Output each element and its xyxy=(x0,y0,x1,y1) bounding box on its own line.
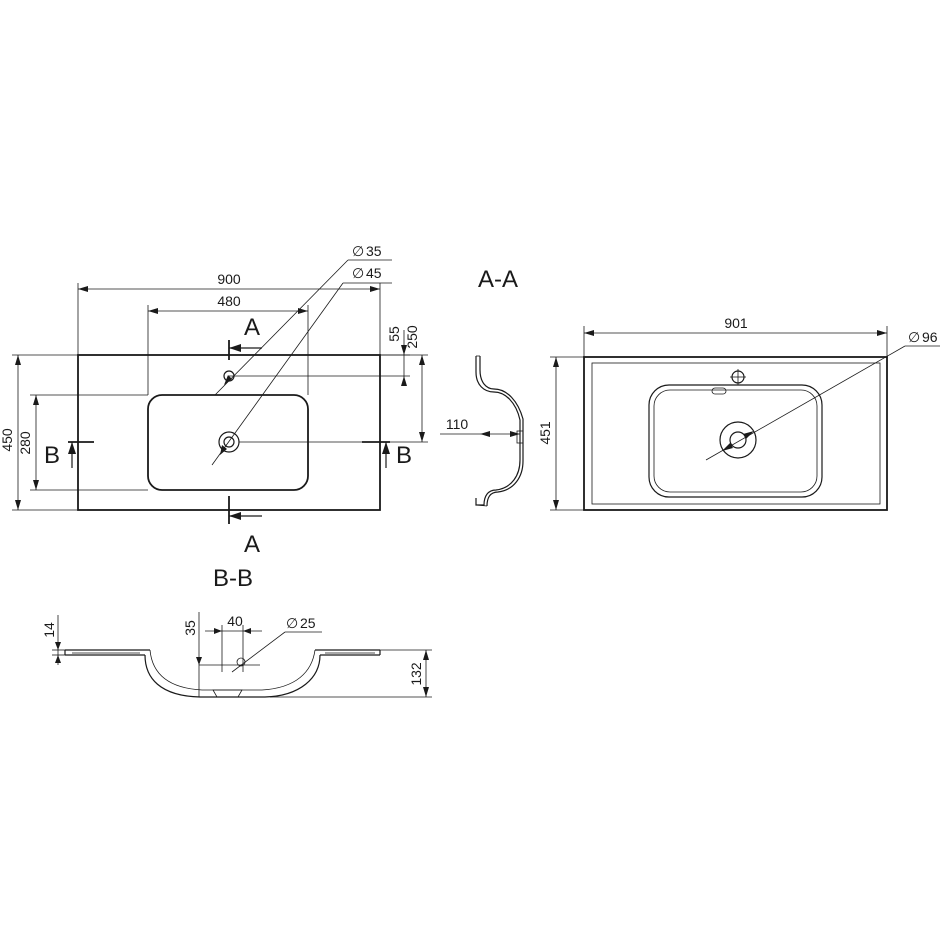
dim-drain-dia: 45 xyxy=(366,265,382,281)
dim-drain-offset: 250 xyxy=(404,325,420,349)
section-aa: A-A 110 xyxy=(440,266,524,507)
section-bb-bowl-outer xyxy=(144,654,321,698)
dim-outlet-height: 35 xyxy=(182,620,198,636)
top-view: 901 451 ∅ 96 xyxy=(537,315,940,511)
dim-diameter-symbol: ∅ xyxy=(908,329,920,345)
section-marker-a-top: A xyxy=(244,314,260,341)
dim-depth: 450 xyxy=(0,428,15,452)
dim-overall-width: 900 xyxy=(217,271,241,287)
top-view-drain-outer xyxy=(719,421,757,459)
dim-top-view-width: 901 xyxy=(724,315,748,331)
section-bb-title: B-B xyxy=(213,565,253,592)
dim-top-view-drain-dia: 96 xyxy=(922,329,938,345)
top-view-bowl-outer xyxy=(648,384,823,498)
dim-overall-height: 132 xyxy=(408,662,424,686)
dim-outlet-dia: 25 xyxy=(300,615,316,631)
section-marker-b-left: B xyxy=(44,442,60,469)
section-bb: B-B 14 35 40 ∅ 25 xyxy=(41,565,432,698)
dim-section-aa-depth: 110 xyxy=(446,416,469,432)
dim-slab-thickness: 14 xyxy=(41,622,57,638)
dim-bowl-depth: 280 xyxy=(17,431,33,455)
dim-bowl-width: 480 xyxy=(217,293,241,309)
top-view-overflow xyxy=(711,387,727,395)
section-bb-bowl-inner xyxy=(149,649,316,691)
dim-tap-offset: 55 xyxy=(386,326,402,342)
dim-diameter-symbol: ∅ xyxy=(352,265,364,281)
section-aa-title: A-A xyxy=(478,266,518,293)
top-view-outline xyxy=(583,356,888,511)
top-view-drain-inner xyxy=(729,431,747,449)
dim-outlet-width: 40 xyxy=(227,613,243,629)
dim-diameter-symbol: ∅ xyxy=(286,615,298,631)
section-marker-a-bottom: A xyxy=(244,531,260,558)
top-view-bowl-inner xyxy=(653,389,818,493)
section-marker-b-right: B xyxy=(396,442,412,469)
section-bb-slab xyxy=(64,649,381,656)
plan-view: 900 480 450 280 55 250 xyxy=(0,243,428,558)
drain-inner xyxy=(223,436,235,448)
top-view-inner-edge xyxy=(591,362,881,505)
dim-diameter-symbol: ∅ xyxy=(352,243,364,259)
dim-top-view-depth: 451 xyxy=(537,421,553,445)
section-aa-profile xyxy=(475,356,521,506)
bowl-outline xyxy=(147,394,309,491)
dim-tap-hole-dia: 35 xyxy=(366,243,382,259)
